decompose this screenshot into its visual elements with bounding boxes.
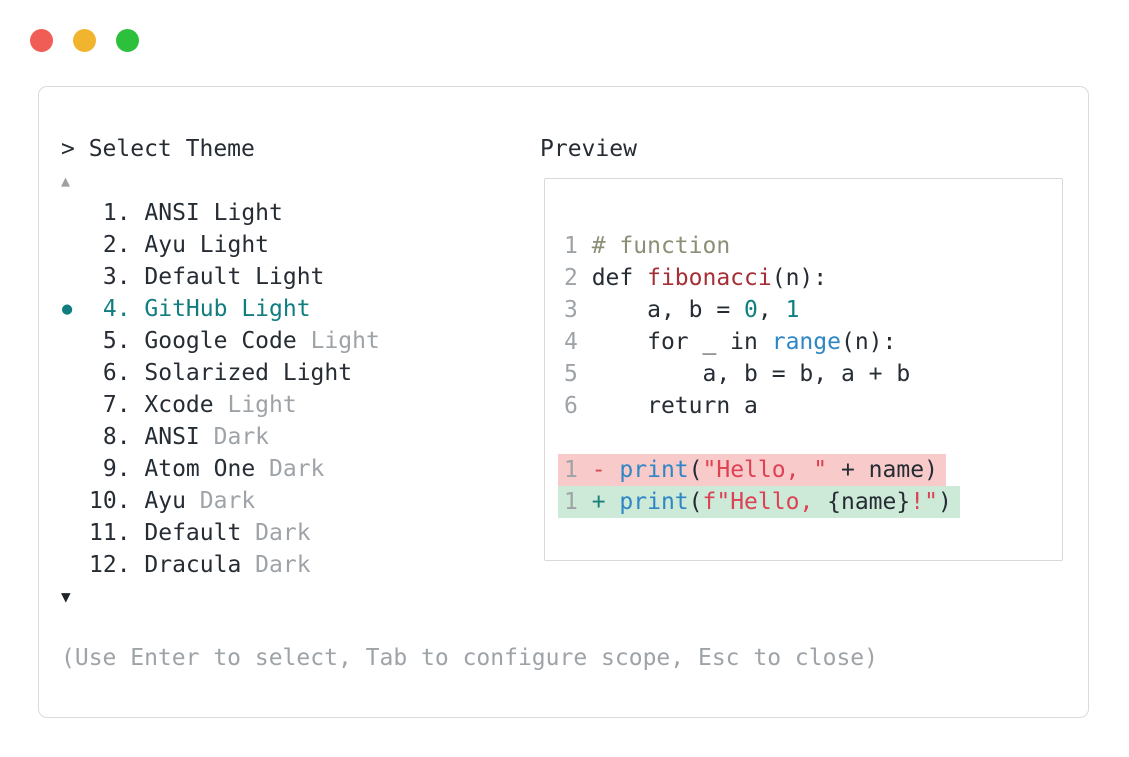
picker-prompt: > Select Theme: [61, 136, 255, 162]
theme-list-item[interactable]: 7. Xcode Light: [61, 389, 380, 421]
diff-line-add: 1 + print(f"Hello, {name}!"): [558, 486, 960, 518]
token-code: (: [688, 489, 703, 515]
preview-label: Preview: [540, 136, 637, 162]
theme-item-number: 8.: [89, 424, 145, 450]
theme-item-label: Ayu Light: [144, 232, 270, 258]
theme-item-number: 7.: [89, 392, 145, 418]
theme-list-item[interactable]: 9. Atom One Dark: [61, 453, 380, 485]
theme-list-item[interactable]: 2. Ayu Light: [61, 229, 380, 261]
theme-list-item[interactable]: 11. Default Dark: [61, 517, 380, 549]
theme-list-item[interactable]: 5. Google Code Light: [61, 325, 380, 357]
theme-item-label: Default: [144, 520, 242, 546]
theme-item-label: ANSI: [144, 424, 200, 450]
theme-item-number: 5.: [89, 328, 145, 354]
traffic-lights: [30, 29, 139, 52]
token-code: {name}: [827, 489, 911, 515]
token-comment: # function: [591, 233, 731, 259]
token-code: ): [937, 489, 952, 515]
token-code: def: [591, 265, 648, 291]
theme-item-variant: Dark: [199, 424, 270, 450]
code-line: 1 # function: [564, 230, 730, 262]
theme-list-item[interactable]: 3. Default Light: [61, 261, 380, 293]
theme-item-label: Solarized Light: [144, 360, 353, 386]
theme-item-number: 4.: [89, 296, 145, 322]
token-builtin: print: [619, 489, 689, 515]
line-number: 1: [564, 489, 592, 515]
token-code: a, b = b, a + b: [591, 361, 911, 387]
theme-item-number: 1.: [89, 200, 145, 226]
theme-item-variant: Light: [296, 328, 380, 354]
token-code: return a: [591, 393, 758, 419]
token-add: +: [591, 489, 620, 515]
token-string: !": [910, 489, 938, 515]
token-code: (n):: [840, 329, 897, 355]
theme-item-label: Atom One: [144, 456, 256, 482]
selected-bullet-icon: ●: [62, 299, 73, 319]
line-number: 3: [564, 297, 592, 323]
token-code: for _ in: [591, 329, 772, 355]
theme-item-variant: Dark: [241, 552, 311, 578]
theme-item-label: ANSI Light: [144, 200, 283, 226]
token-string: "Hello, ": [702, 457, 828, 483]
scroll-down-indicator[interactable]: ▼: [61, 587, 71, 606]
token-string: f"Hello,: [702, 489, 828, 515]
theme-item-number: 3.: [89, 264, 145, 290]
token-number: 0: [744, 297, 758, 323]
help-text: (Use Enter to select, Tab to configure s…: [61, 645, 878, 671]
theme-item-label: Dracula: [144, 552, 242, 578]
token-del: -: [591, 457, 620, 483]
token-code: + name): [827, 457, 938, 483]
theme-list-item[interactable]: 1. ANSI Light: [61, 197, 380, 229]
token-code: ,: [757, 297, 786, 323]
token-code: a, b =: [591, 297, 745, 323]
theme-item-variant: Dark: [185, 488, 256, 514]
theme-item-number: 10.: [89, 488, 145, 514]
token-defname: fibonacci: [647, 265, 772, 291]
line-number: 6: [564, 393, 592, 419]
diff-line-del: 1 - print("Hello, " + name): [558, 454, 946, 486]
close-button[interactable]: [30, 29, 53, 52]
code-line: 6 return a: [564, 390, 758, 422]
token-number: 1: [785, 297, 800, 323]
scroll-up-indicator[interactable]: ▲: [61, 172, 71, 190]
line-number: 5: [564, 361, 592, 387]
theme-list-item[interactable]: 10. Ayu Dark: [61, 485, 380, 517]
code-line: 2 def fibonacci(n):: [564, 262, 827, 294]
theme-item-number: 9.: [89, 456, 145, 482]
line-number: 1: [564, 233, 592, 259]
theme-item-label: Ayu: [144, 488, 186, 514]
theme-item-variant: Light: [213, 392, 297, 418]
theme-item-number: 12.: [89, 552, 145, 578]
theme-item-number: 2.: [89, 232, 145, 258]
minimize-button[interactable]: [73, 29, 96, 52]
theme-item-label: GitHub Light: [144, 296, 311, 322]
theme-item-label: Xcode: [144, 392, 214, 418]
code-line: 5 a, b = b, a + b: [564, 358, 910, 390]
theme-item-label: Default Light: [144, 264, 325, 290]
token-builtin: range: [771, 329, 841, 355]
token-code: (n):: [771, 265, 828, 291]
theme-list-item[interactable]: 8. ANSI Dark: [61, 421, 380, 453]
theme-picker-panel: > Select Theme Preview ▲ 1. ANSI Light 2…: [38, 86, 1089, 718]
token-code: (: [688, 457, 703, 483]
zoom-button[interactable]: [116, 29, 139, 52]
theme-item-variant: Dark: [255, 456, 325, 482]
line-number: 1: [564, 457, 592, 483]
theme-list-item[interactable]: ● 4. GitHub Light: [61, 293, 380, 325]
code-line: 3 a, b = 0, 1: [564, 294, 799, 326]
theme-item-label: Google Code: [144, 328, 297, 354]
theme-item-number: 6.: [89, 360, 145, 386]
theme-list-item[interactable]: 6. Solarized Light: [61, 357, 380, 389]
theme-item-variant: Dark: [241, 520, 311, 546]
code-line: 4 for _ in range(n):: [564, 326, 896, 358]
theme-item-number: 11.: [89, 520, 145, 546]
theme-list-item[interactable]: 12. Dracula Dark: [61, 549, 380, 581]
theme-list: 1. ANSI Light 2. Ayu Light 3. Default Li…: [61, 197, 380, 581]
line-number: 4: [564, 329, 592, 355]
token-builtin: print: [619, 457, 689, 483]
line-number: 2: [564, 265, 592, 291]
